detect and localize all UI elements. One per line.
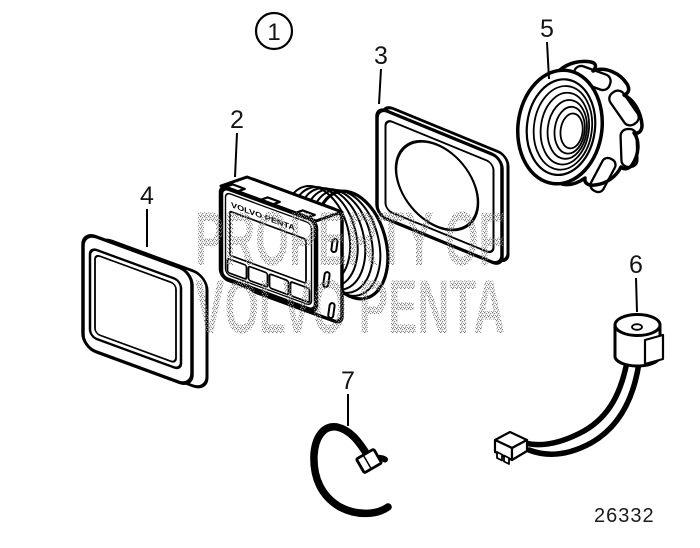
connector-pin (503, 454, 510, 465)
callout-5-leader (546, 41, 550, 80)
callout-7-label: 7 (341, 367, 355, 395)
watermark-line-1: PROPERTY OF (195, 197, 505, 282)
display-buttons (226, 258, 311, 303)
nut-thread-ring (532, 85, 594, 171)
part-display-unit-drawing: VOLVO PENTA (218, 175, 390, 324)
callout-3-leader (378, 68, 382, 105)
callout-3-label: 3 (374, 42, 388, 70)
callout-1: 1 (254, 11, 294, 51)
buzzer-body (613, 313, 665, 368)
callout-6: 6 (629, 251, 643, 313)
display-flange-slots (322, 238, 339, 320)
gasket-round-hole (394, 139, 480, 232)
part-ring-nut-drawing (515, 59, 644, 194)
nut-thread-ring (553, 105, 586, 155)
buzzer-side-tab (643, 333, 665, 366)
watermark: PROPERTY OF VOLVO PENTA (195, 197, 505, 350)
nut-thread-ring (539, 91, 590, 166)
nut-thread-ring (559, 112, 584, 150)
drawing-number: 26332 (594, 505, 655, 527)
display-button (226, 258, 248, 280)
callout-4-label: 4 (140, 182, 154, 210)
part-bezel-frame-drawing (81, 234, 209, 389)
display-button (247, 265, 269, 288)
callouts: 1 2 3 4 5 6 7 (140, 11, 643, 426)
callout-5: 5 (540, 15, 554, 80)
display-button (289, 281, 311, 303)
cable-connector (493, 430, 529, 465)
display-button (268, 273, 290, 296)
callout-6-label: 6 (629, 251, 643, 279)
callout-2-leader (234, 132, 238, 178)
callout-7: 7 (341, 367, 355, 426)
callout-2: 2 (230, 106, 244, 178)
callout-5-label: 5 (540, 15, 554, 43)
display-screen (229, 210, 307, 284)
part-cable-tie-drawing (310, 423, 392, 518)
watermark-line-2: VOLVO PENTA (195, 265, 505, 350)
nut-front-rim (515, 68, 605, 186)
callout-6-leader (635, 277, 638, 313)
callout-1-circle (254, 11, 294, 51)
bezel-opening (88, 248, 183, 370)
display-front-face: VOLVO PENTA (218, 185, 319, 313)
buzzer-sound-hole (631, 323, 643, 331)
callout-3: 3 (374, 42, 388, 105)
callout-2-label: 2 (230, 106, 244, 134)
cable-tie-head (355, 448, 383, 474)
connector-pin (496, 451, 503, 462)
part-gasket-drawing (375, 106, 510, 265)
callout-4: 4 (140, 182, 154, 247)
callout-1-label: 1 (267, 19, 280, 46)
buzzer-cable (522, 359, 642, 457)
part-buzzer-drawing (493, 313, 665, 465)
nut-thread-ring (546, 99, 588, 160)
cable-tie-teeth-texture (335, 425, 362, 445)
